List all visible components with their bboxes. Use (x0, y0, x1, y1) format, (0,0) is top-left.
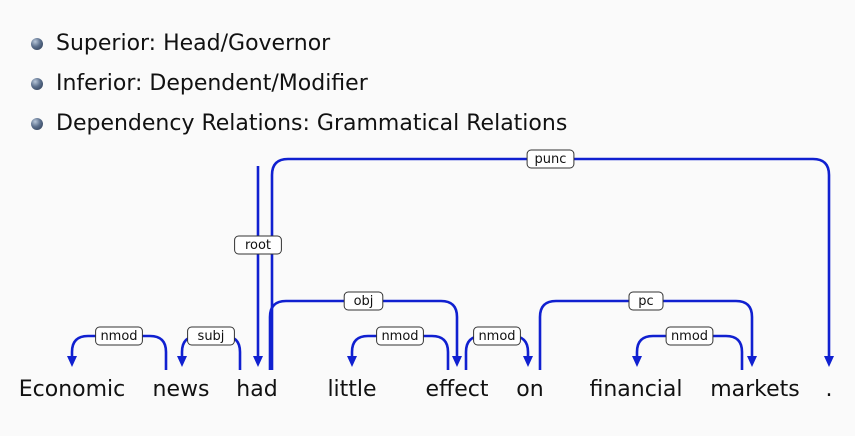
arrowhead-icon (452, 356, 462, 367)
relation-label-subj: subj (187, 326, 235, 346)
arrowhead-icon (747, 356, 757, 367)
arrowhead-icon (253, 356, 263, 367)
relation-label-text: nmod (478, 329, 515, 344)
sentence-word: little (327, 377, 376, 402)
sentence-word: had (236, 377, 277, 402)
arrowhead-icon (632, 356, 642, 367)
arrowhead-icon (177, 356, 187, 367)
bullet-dot-icon (31, 118, 43, 130)
relation-label-text: obj (354, 294, 374, 309)
relation-label-text: pc (638, 294, 653, 309)
relation-label-root: root (234, 235, 282, 255)
sentence-word: news (153, 377, 210, 402)
sentence-word: effect (426, 377, 489, 402)
relation-label-box (473, 326, 521, 346)
sentence-word: Economic (19, 377, 126, 402)
relation-label-nmod: nmod (376, 326, 424, 346)
bullet-dot-icon (31, 78, 43, 90)
arrowhead-icon (67, 356, 77, 367)
relation-label-box (376, 326, 424, 346)
bullet-text: Inferior: Dependent/Modifier (56, 71, 368, 96)
bullet-text: Superior: Head/Governor (56, 31, 331, 56)
bullet-dot-icon (31, 38, 43, 50)
relation-label-box (526, 149, 575, 169)
relation-label-text: punc (535, 152, 567, 167)
dependency-arc-punc (270, 157, 831, 370)
relation-label-obj: obj (343, 291, 384, 311)
relation-label-nmod: nmod (95, 326, 143, 346)
relation-label-box (187, 326, 235, 346)
arrowhead-icon (347, 356, 357, 367)
relation-label-box (665, 326, 714, 346)
relation-label-box (628, 291, 664, 311)
relation-label-box (95, 326, 143, 346)
bullet-list: Superior: Head/Governor Inferior: Depend… (28, 24, 567, 144)
relation-label-punc: punc (526, 149, 575, 169)
bullet-item-dependent: Inferior: Dependent/Modifier (28, 64, 567, 104)
arrowhead-icon (824, 356, 834, 367)
bullet-item-head: Superior: Head/Governor (28, 24, 567, 64)
relation-label-text: nmod (671, 329, 708, 344)
relation-label-text: nmod (100, 329, 137, 344)
sentence-word: financial (589, 377, 682, 402)
relation-label-text: subj (198, 329, 225, 344)
relation-label-nmod: nmod (665, 326, 714, 346)
bullet-item-relations: Dependency Relations: Grammatical Relati… (28, 104, 567, 144)
sentence-word: . (826, 377, 833, 402)
sentence-word: markets (710, 377, 800, 402)
bullet-text: Dependency Relations: Grammatical Relati… (56, 111, 568, 136)
relation-label-box (234, 235, 282, 255)
sentence-word: on (516, 377, 543, 402)
relation-label-text: root (245, 238, 271, 253)
relation-label-text: nmod (381, 329, 418, 344)
relation-label-pc: pc (628, 291, 664, 311)
relation-label-box (343, 291, 384, 311)
arrowhead-icon (523, 356, 533, 367)
relation-label-nmod: nmod (473, 326, 521, 346)
